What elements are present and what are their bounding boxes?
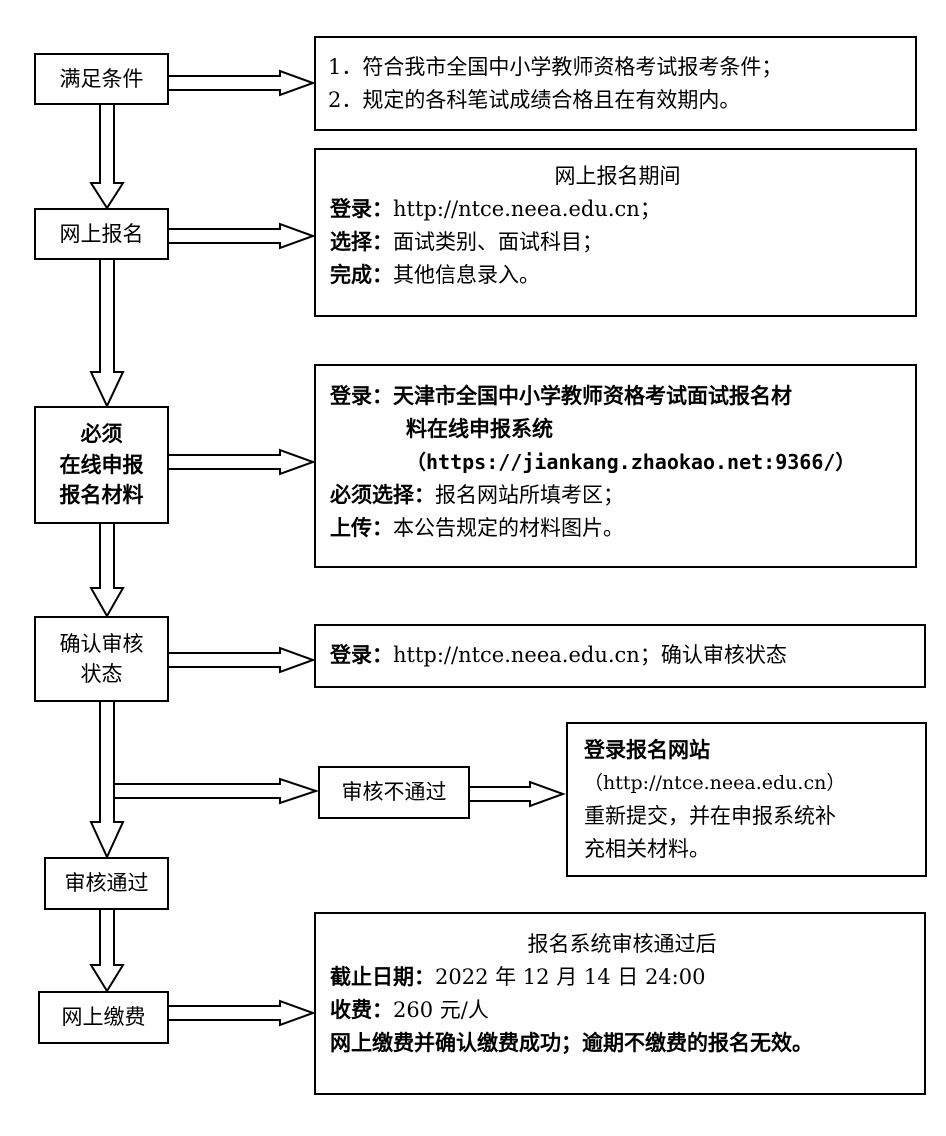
info-value: 本公告规定的材料图片。 [393,516,624,540]
step-label: 在线申报 [59,452,144,477]
down-arrow-2-3 [89,259,125,409]
info-url: （https://jiankang.zhaokao.net:9366/） [406,450,856,474]
info-key: 截止日期： [330,965,435,989]
info-key: 登录： [330,643,393,667]
right-arrow-6 [168,999,316,1027]
info-line: 充相关材料。 [584,837,710,861]
step-label: 网上缴费 [61,1005,146,1030]
right-arrow-3 [168,448,316,476]
info-title: 网上报名期间 [554,164,681,188]
info-value: 其他信息录入。 [393,263,540,287]
info-key: 登录： [330,384,393,408]
step-label: 报名材料 [59,483,144,508]
info-url: （http://ntce.neea.edu.cn） [584,772,846,794]
down-arrow-4-5 [89,700,125,860]
step-label: 审核不通过 [341,780,447,805]
info-key: 登录： [330,197,393,221]
info-line: 1．符合我市全国中小学教师资格考试报考条件； [328,55,783,79]
info-value: 260 元/人 [393,998,489,1022]
info-note: 网上缴费并确认缴费成功；逾期不缴费的报名无效。 [330,1031,813,1055]
info-line: 登录：http://ntce.neea.edu.cn； [330,193,905,226]
info-key: 必须选择： [330,483,435,507]
info-title: 登录报名网站 [584,738,710,762]
step-review-failed: 审核不通过 [318,766,470,819]
info-confirm-review: 登录：http://ntce.neea.edu.cn；确认审核状态 [314,624,926,688]
info-value: 2022 年 12 月 14 日 24:00 [435,965,706,989]
down-arrow-3-4 [89,523,125,619]
info-line: 完成：其他信息录入。 [330,259,905,292]
info-submit-materials: 登录：天津市全国中小学教师资格考试面试报名材 料在线申报系统 （https://… [314,364,917,568]
info-value: 面试类别、面试科目； [393,230,603,254]
right-arrow-fail [470,780,566,808]
right-arrow-1 [168,69,316,97]
step-submit-materials: 必须 在线申报 报名材料 [34,406,169,524]
right-arrow-2 [168,222,316,250]
info-line: 截止日期：2022 年 12 月 14 日 24:00 [330,961,914,994]
step-label: 网上报名 [59,221,144,246]
down-arrow-5-6 [89,909,125,993]
info-line: 登录：天津市全国中小学教师资格考试面试报名材 [330,380,905,413]
info-key: 选择： [330,230,393,254]
step-meet-conditions: 满足条件 [34,53,169,105]
step-review-passed: 审核通过 [44,857,169,910]
step-label: 必须 [80,422,123,447]
info-line: 必须选择：报名网站所填考区； [330,479,905,512]
info-line: 登录：http://ntce.neea.edu.cn；确认审核状态 [330,639,914,672]
info-resubmit: 登录报名网站 （http://ntce.neea.edu.cn） 重新提交，并在… [566,722,927,877]
info-conditions: 1．符合我市全国中小学教师资格考试报考条件； 2．规定的各科笔试成绩合格且在有效… [314,36,917,131]
right-arrow-4 [168,646,316,674]
info-line: 选择：面试类别、面试科目； [330,226,905,259]
info-key: 完成： [330,263,393,287]
info-value: http://ntce.neea.edu.cn； [393,197,661,221]
step-label: 状态 [80,662,123,686]
step-online-register: 网上报名 [34,208,169,260]
info-value: 天津市全国中小学教师资格考试面试报名材 [393,384,792,408]
info-line: 上传：本公告规定的材料图片。 [330,512,905,545]
info-line: 重新提交，并在申报系统补 [584,804,836,828]
step-label: 满足条件 [59,66,144,91]
info-online-register: 网上报名期间 登录：http://ntce.neea.edu.cn； 选择：面试… [314,148,917,317]
step-label: 确认审核 [59,631,144,656]
branch-arrow-fail [114,777,320,805]
step-label: 审核通过 [64,871,149,896]
down-arrow-1-2 [89,103,125,210]
info-key: 收费： [330,998,393,1022]
info-title: 报名系统审核通过后 [527,932,717,956]
info-line: 料在线申报系统 [406,417,553,441]
info-line: 收费：260 元/人 [330,994,914,1027]
info-key: 上传： [330,516,393,540]
info-value: http://ntce.neea.edu.cn；确认审核状态 [393,643,787,667]
info-line: 2．规定的各科笔试成绩合格且在有效期内。 [328,88,741,112]
info-payment: 报名系统审核通过后 截止日期：2022 年 12 月 14 日 24:00 收费… [314,912,926,1095]
step-online-payment: 网上缴费 [38,991,169,1044]
info-value: 报名网站所填考区； [435,483,624,507]
step-confirm-review: 确认审核 状态 [34,616,169,702]
